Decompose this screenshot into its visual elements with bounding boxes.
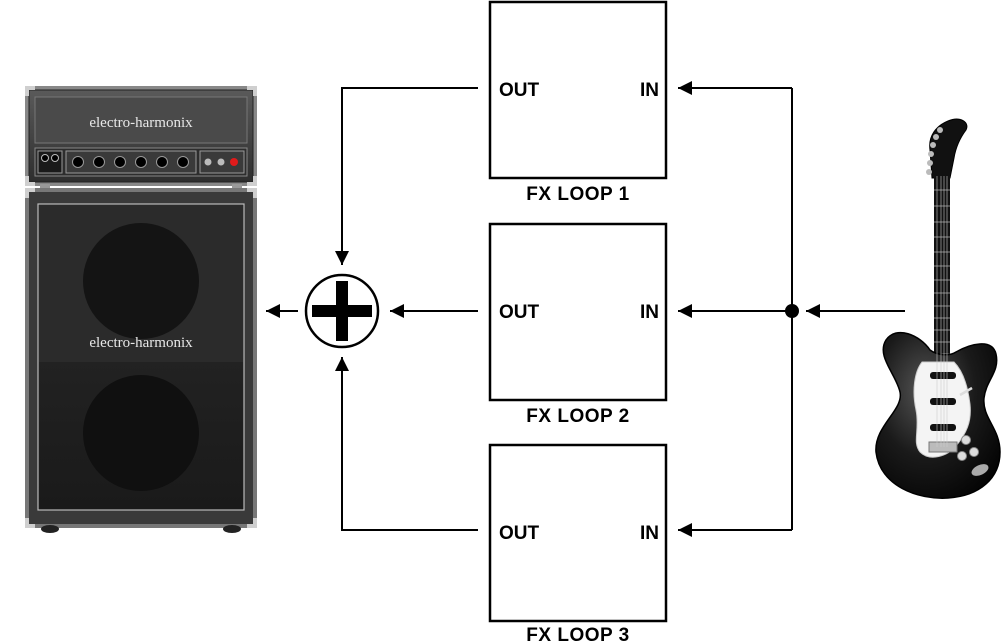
knob-icon [177,156,189,168]
amp-cabinet-brand: electro-harmonix [89,335,193,351]
guitar-knob-icon [957,451,967,461]
splitter-node [785,304,799,318]
speaker-cone-icon [83,223,199,339]
fx-loop-in-label: IN [640,80,659,101]
fx-loop-box [488,443,668,623]
guitar-knob-icon [961,435,971,445]
send-wires [678,81,905,537]
input-jack-panel [37,150,63,174]
fx-loop-out-label: OUT [499,80,540,101]
input-jack-icon [51,154,59,162]
fx-loop-caption: FX LOOP 1 [526,184,629,205]
plus-circle-icon [304,273,380,349]
fx-loop-in-label: IN [640,302,659,323]
amp-knobs [72,156,189,168]
fx-loop-out-label: OUT [499,523,540,544]
knob-icon [93,156,105,168]
wire-loop1-to-mixer [335,87,478,265]
fx-loop-1: OUT IN FX LOOP 1 [488,0,668,205]
switch-icon [217,158,225,166]
return-wires [335,87,478,531]
knob-icon [135,156,147,168]
fx-loop-2: OUT IN FX LOOP 2 [488,222,668,427]
fx-loop-box [488,222,668,402]
knob-icon [114,156,126,168]
guitar-knob-icon [969,447,979,457]
fx-loop-box [488,0,668,180]
amp-head: electro-harmonix [25,86,257,186]
fx-loop-caption: FX LOOP 2 [526,406,629,427]
electric-guitar-icon [875,118,1001,499]
fx-loop-caption: FX LOOP 3 [526,625,629,643]
power-indicator-icon [230,158,238,166]
amp-head-brand: electro-harmonix [89,115,193,131]
knob-icon [72,156,84,168]
knob-icon [156,156,168,168]
input-jack-icon [41,154,49,162]
speaker-cone-icon [83,375,199,491]
fx-loop-in-label: IN [640,523,659,544]
amp-cabinet: electro-harmonix [25,188,257,533]
amplifier-stack-icon: electro-harmonix [25,86,257,533]
fx-loop-3: OUT IN FX LOOP 3 [488,443,668,643]
switch-icon [204,158,212,166]
fx-loop-out-label: OUT [499,302,540,323]
wire-loop3-to-mixer [335,357,478,531]
